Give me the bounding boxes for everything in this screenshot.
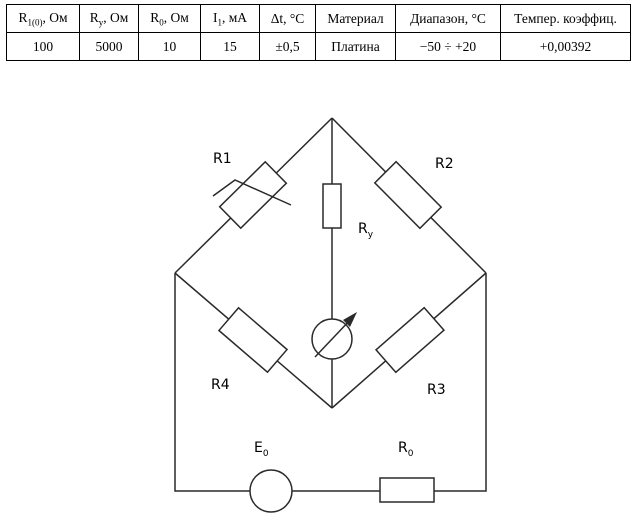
label-r0: R0 xyxy=(398,440,414,459)
label-e0: E0 xyxy=(254,440,269,459)
value-cell-range: −50 ÷ +20 xyxy=(395,32,501,61)
label-r3: R3 xyxy=(427,382,446,398)
value-cell-r0: 10 xyxy=(138,32,201,61)
value-cell-ry: 5000 xyxy=(79,32,139,61)
resistor-r4 xyxy=(217,306,289,374)
resistor-ry xyxy=(322,183,342,229)
header-cell-tcoef: Темпер. коэффиц. xyxy=(500,4,631,33)
header-cell-i1: I1, мА xyxy=(200,4,260,33)
resistor-r1 xyxy=(218,160,288,230)
table-row: 100 5000 10 15 ±0,5 Платина −50 ÷ +20 +0… xyxy=(6,32,631,61)
voltage-source-e0 xyxy=(249,469,293,513)
parameters-table: R1(0), Ом Ry, Ом R0, Ом I1, мА Δt, °C Ма… xyxy=(6,4,631,61)
resistor-r3 xyxy=(374,306,446,374)
value-cell-tcoef: +0,00392 xyxy=(500,32,631,61)
resistor-r0 xyxy=(379,477,435,503)
label-r1: R1 xyxy=(213,151,232,167)
resistor-r2 xyxy=(373,160,443,230)
header-cell-ry: Ry, Ом xyxy=(79,4,139,33)
value-cell-dt: ±0,5 xyxy=(259,32,316,61)
header-cell-range: Диапазон, °C xyxy=(395,4,501,33)
value-cell-material: Платина xyxy=(315,32,396,61)
value-cell-i1: 15 xyxy=(200,32,260,61)
galvanometer-icon xyxy=(311,312,357,360)
thermistor-mark xyxy=(212,179,292,206)
label-r2: R2 xyxy=(435,156,454,172)
value-cell-r10: 100 xyxy=(6,32,80,61)
label-r4: R4 xyxy=(211,377,230,393)
header-cell-r10: R1(0), Ом xyxy=(6,4,80,33)
table-header-row: R1(0), Ом Ry, Ом R0, Ом I1, мА Δt, °C Ма… xyxy=(6,4,631,33)
bridge-wires xyxy=(174,117,487,492)
label-ry: Ry xyxy=(358,221,374,240)
header-cell-dt: Δt, °C xyxy=(259,4,316,33)
